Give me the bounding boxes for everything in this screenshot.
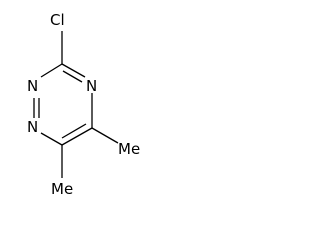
bond-c5-c6-inner	[61, 123, 87, 139]
bond-c5-methyl	[91, 127, 119, 144]
bond-c6-n1	[40, 132, 63, 146]
atom-label-methyl-bottom: Me	[51, 180, 73, 198]
atom-label-nitrogen-lower-left: N	[27, 118, 38, 136]
atom-label-nitrogen-right: N	[86, 77, 97, 95]
atom-label-methyl-right: Me	[118, 140, 140, 158]
atom-label-nitrogen-upper-left: N	[27, 77, 38, 95]
atom-label-chlorine: Cl	[50, 11, 65, 29]
bond-n2-c3	[40, 63, 63, 78]
bond-c3-n4-inner	[62, 70, 83, 83]
structure-canvas: Cl N N N Me Me	[0, 0, 173, 217]
molecule-diagram: Cl N N N Me Me	[27, 11, 140, 198]
bond-c5-c6	[61, 127, 93, 146]
bond-c3-n4	[61, 63, 86, 78]
